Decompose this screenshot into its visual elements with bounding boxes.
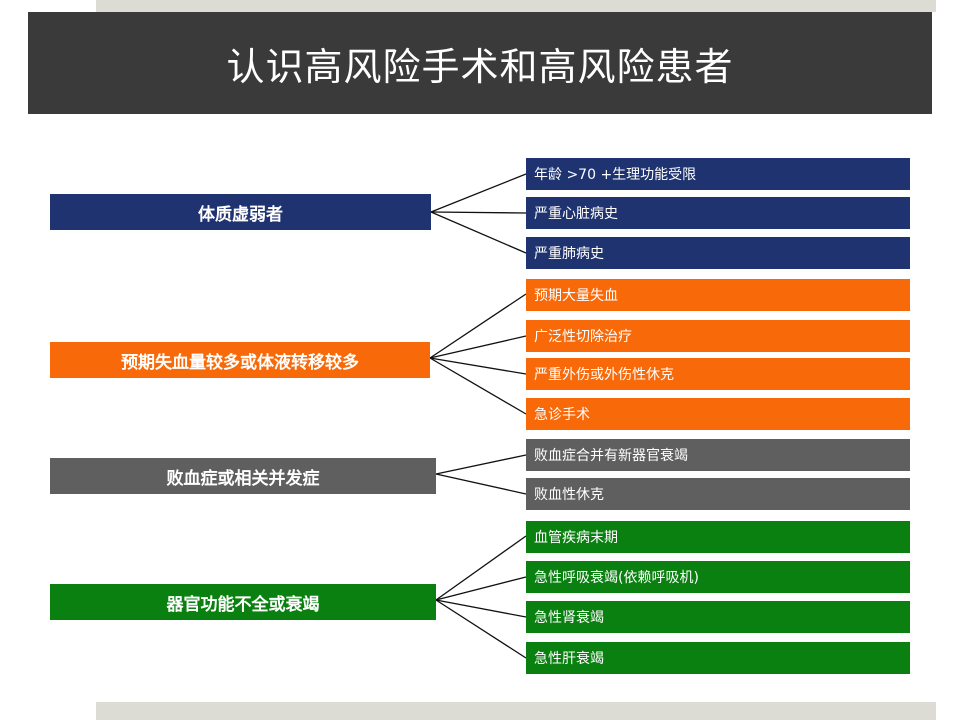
- category-organ-failure: 器官功能不全或衰竭: [50, 584, 436, 620]
- category-label: 预期失血量较多或体液转移较多: [121, 352, 359, 373]
- item-label: 预期大量失血: [534, 288, 618, 304]
- category-blood-loss: 预期失血量较多或体液转移较多: [50, 342, 430, 378]
- item-label: 急性呼吸衰竭(依赖呼吸机): [534, 570, 699, 586]
- item-box: 急性肾衰竭: [526, 601, 910, 633]
- category-label: 体质虚弱者: [198, 204, 283, 225]
- item-label: 败血症合并有新器官衰竭: [534, 448, 688, 464]
- item-label: 严重外伤或外伤性休克: [534, 367, 674, 383]
- item-box: 严重肺病史: [526, 237, 910, 269]
- item-label: 败血性休克: [534, 487, 604, 503]
- connector-line: [430, 173, 527, 213]
- connector-line: [435, 576, 527, 601]
- item-label: 年龄 >70 +生理功能受限: [534, 167, 697, 183]
- item-box: 败血性休克: [526, 478, 910, 510]
- connector-line: [435, 599, 527, 618]
- item-label: 急性肝衰竭: [534, 651, 604, 667]
- item-box: 急性肝衰竭: [526, 642, 910, 674]
- item-box: 败血症合并有新器官衰竭: [526, 439, 910, 471]
- connector-line: [435, 599, 527, 659]
- item-label: 广泛性切除治疗: [534, 329, 632, 345]
- item-box: 急性呼吸衰竭(依赖呼吸机): [526, 561, 910, 593]
- item-label: 严重心脏病史: [534, 206, 618, 222]
- connector-line: [429, 357, 527, 375]
- item-label: 急性肾衰竭: [534, 610, 604, 626]
- category-sepsis: 败血症或相关并发症: [50, 458, 436, 494]
- connector-line: [430, 211, 527, 214]
- connector-line: [429, 335, 527, 359]
- top-decor-stripe: [96, 0, 936, 12]
- connector-line: [429, 357, 527, 415]
- item-box: 严重外伤或外伤性休克: [526, 358, 910, 390]
- item-box: 预期大量失血: [526, 279, 910, 311]
- item-box: 严重心脏病史: [526, 197, 910, 229]
- item-label: 血管疾病末期: [534, 530, 618, 546]
- item-box: 广泛性切除治疗: [526, 320, 910, 352]
- item-box: 年龄 >70 +生理功能受限: [526, 158, 910, 190]
- connector-line: [429, 293, 527, 359]
- item-box: 急诊手术: [526, 398, 910, 430]
- slide-title: 认识高风险手术和高风险患者: [226, 44, 734, 89]
- connector-line: [430, 211, 527, 254]
- connector-line: [435, 454, 527, 475]
- category-frail-patients: 体质虚弱者: [50, 194, 431, 230]
- connector-line: [435, 473, 527, 495]
- category-label: 器官功能不全或衰竭: [166, 594, 320, 615]
- item-label: 急诊手术: [534, 407, 590, 423]
- item-label: 严重肺病史: [534, 246, 604, 262]
- bottom-decor-stripe: [96, 702, 936, 720]
- item-box: 血管疾病末期: [526, 521, 910, 553]
- title-bar: 认识高风险手术和高风险患者: [28, 12, 932, 114]
- connector-line: [435, 535, 527, 601]
- category-label: 败血症或相关并发症: [166, 468, 320, 489]
